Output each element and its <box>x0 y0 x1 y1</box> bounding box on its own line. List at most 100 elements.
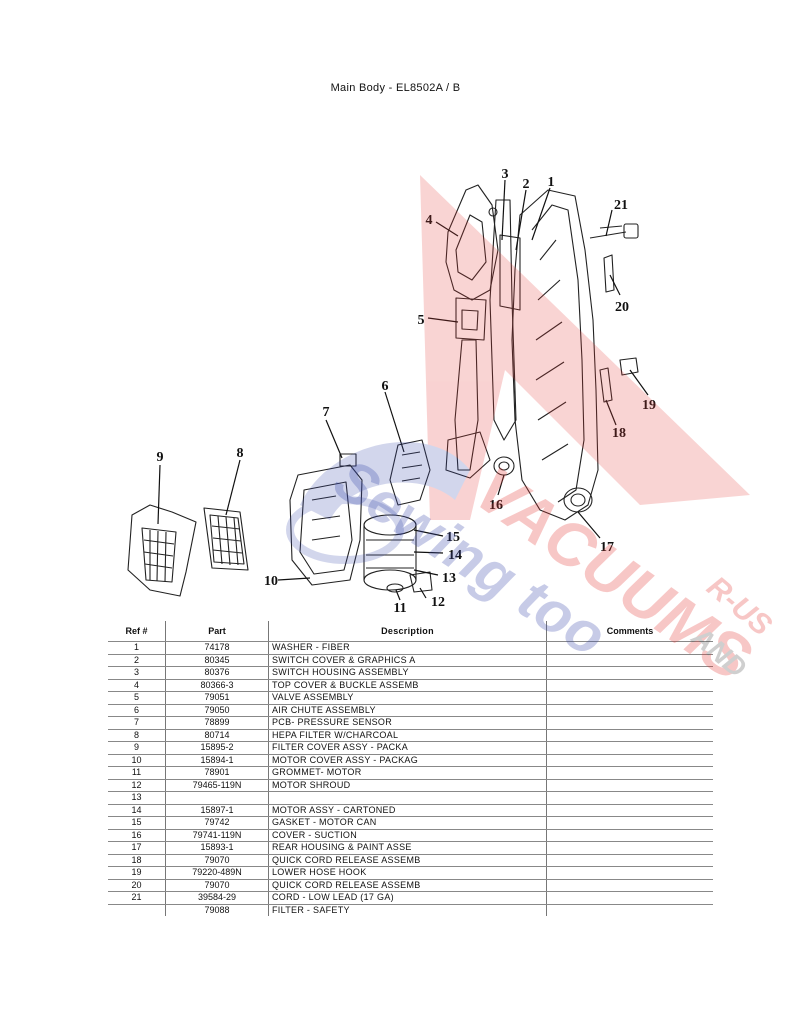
row-comments <box>546 754 713 767</box>
row-desc: PCB- PRESSURE SENSOR <box>268 716 547 730</box>
callout-7: 7 <box>323 405 330 420</box>
callout-3: 3 <box>502 167 509 182</box>
row-comments <box>546 816 713 830</box>
row-comments <box>546 641 713 655</box>
row-ref <box>108 904 166 916</box>
callout-10: 10 <box>264 574 278 589</box>
row-comments <box>546 679 713 692</box>
row-ref: 2 <box>108 654 166 667</box>
callout-14: 14 <box>448 548 462 563</box>
callout-1: 1 <box>548 175 555 190</box>
row-comments <box>546 854 713 867</box>
callout-15: 15 <box>446 530 460 545</box>
row-ref: 15 <box>108 816 166 830</box>
row-comments <box>546 654 713 667</box>
row-comments <box>546 766 713 780</box>
filter-cover-shape <box>127 504 197 597</box>
header-comments: Comments <box>546 621 713 642</box>
switch-housing-shape <box>489 199 517 441</box>
row-part: 79070 <box>165 879 269 892</box>
row-comments <box>546 666 713 680</box>
row-part <box>165 791 269 805</box>
row-desc: CORD - LOW LEAD (17 GA) <box>268 891 547 905</box>
row-comments <box>546 879 713 892</box>
exploded-parts-diagram: 1 2 3 4 5 6 7 8 9 10 11 12 13 14 15 16 1… <box>127 167 656 616</box>
row-ref: 9 <box>108 741 166 755</box>
callout-4: 4 <box>426 213 433 228</box>
row-ref: 4 <box>108 679 166 692</box>
row-comments <box>546 841 713 855</box>
row-part: 74178 <box>165 641 269 655</box>
header-part: Part <box>165 621 269 642</box>
page-title: Main Body - EL8502A / B <box>330 82 461 94</box>
row-comments <box>546 891 713 905</box>
row-part: 80366-3 <box>165 679 269 692</box>
callout-19: 19 <box>642 398 656 413</box>
row-desc: QUICK CORD RELEASE ASSEMB <box>268 854 547 867</box>
motor-shape <box>363 514 417 536</box>
row-comments <box>546 691 713 705</box>
air-chute-shape <box>389 439 431 506</box>
rear-housing-shape <box>511 189 599 521</box>
row-ref: 18 <box>108 854 166 867</box>
quick-release-lower-shape <box>599 367 613 403</box>
row-comments <box>546 741 713 755</box>
callout-13: 13 <box>442 571 456 586</box>
callout-21: 21 <box>614 198 628 213</box>
row-part: 15895-2 <box>165 741 269 755</box>
row-ref: 6 <box>108 704 166 717</box>
table-row: 13 <box>108 791 713 805</box>
row-desc <box>268 791 547 805</box>
row-comments <box>546 804 713 817</box>
row-part: 80376 <box>165 666 269 680</box>
row-ref: 17 <box>108 841 166 855</box>
row-ref: 8 <box>108 729 166 742</box>
suction-cover-shape <box>493 456 515 476</box>
row-part: 79070 <box>165 854 269 867</box>
row-comments <box>546 866 713 880</box>
row-part: 79742 <box>165 816 269 830</box>
row-ref: 10 <box>108 754 166 767</box>
row-ref: 13 <box>108 791 166 805</box>
row-desc: MOTOR SHROUD <box>268 779 547 792</box>
row-desc: SWITCH COVER & GRAPHICS A <box>268 654 547 667</box>
row-part: 79051 <box>165 691 269 705</box>
row-comments <box>546 716 713 730</box>
row-desc: FILTER - SAFETY <box>268 904 547 916</box>
row-part: 15894-1 <box>165 754 269 767</box>
callout-12: 12 <box>431 595 445 610</box>
callout-5: 5 <box>418 313 425 328</box>
row-part: 79465-119N <box>165 779 269 792</box>
row-comments <box>546 829 713 842</box>
callout-8: 8 <box>237 446 244 461</box>
row-desc: QUICK CORD RELEASE ASSEMB <box>268 879 547 892</box>
row-part: 79088 <box>165 904 269 916</box>
row-ref: 11 <box>108 766 166 780</box>
top-cover-shape <box>445 184 499 301</box>
row-ref: 3 <box>108 666 166 680</box>
row-part: 15897-1 <box>165 804 269 817</box>
callout-20: 20 <box>615 300 629 315</box>
row-comments <box>546 729 713 742</box>
callout-2: 2 <box>523 177 530 192</box>
row-ref: 19 <box>108 866 166 880</box>
pcb-shape <box>339 453 357 467</box>
row-desc: WASHER - FIBER <box>268 641 547 655</box>
table-header-row: Ref # Part Description Comments <box>108 621 713 642</box>
